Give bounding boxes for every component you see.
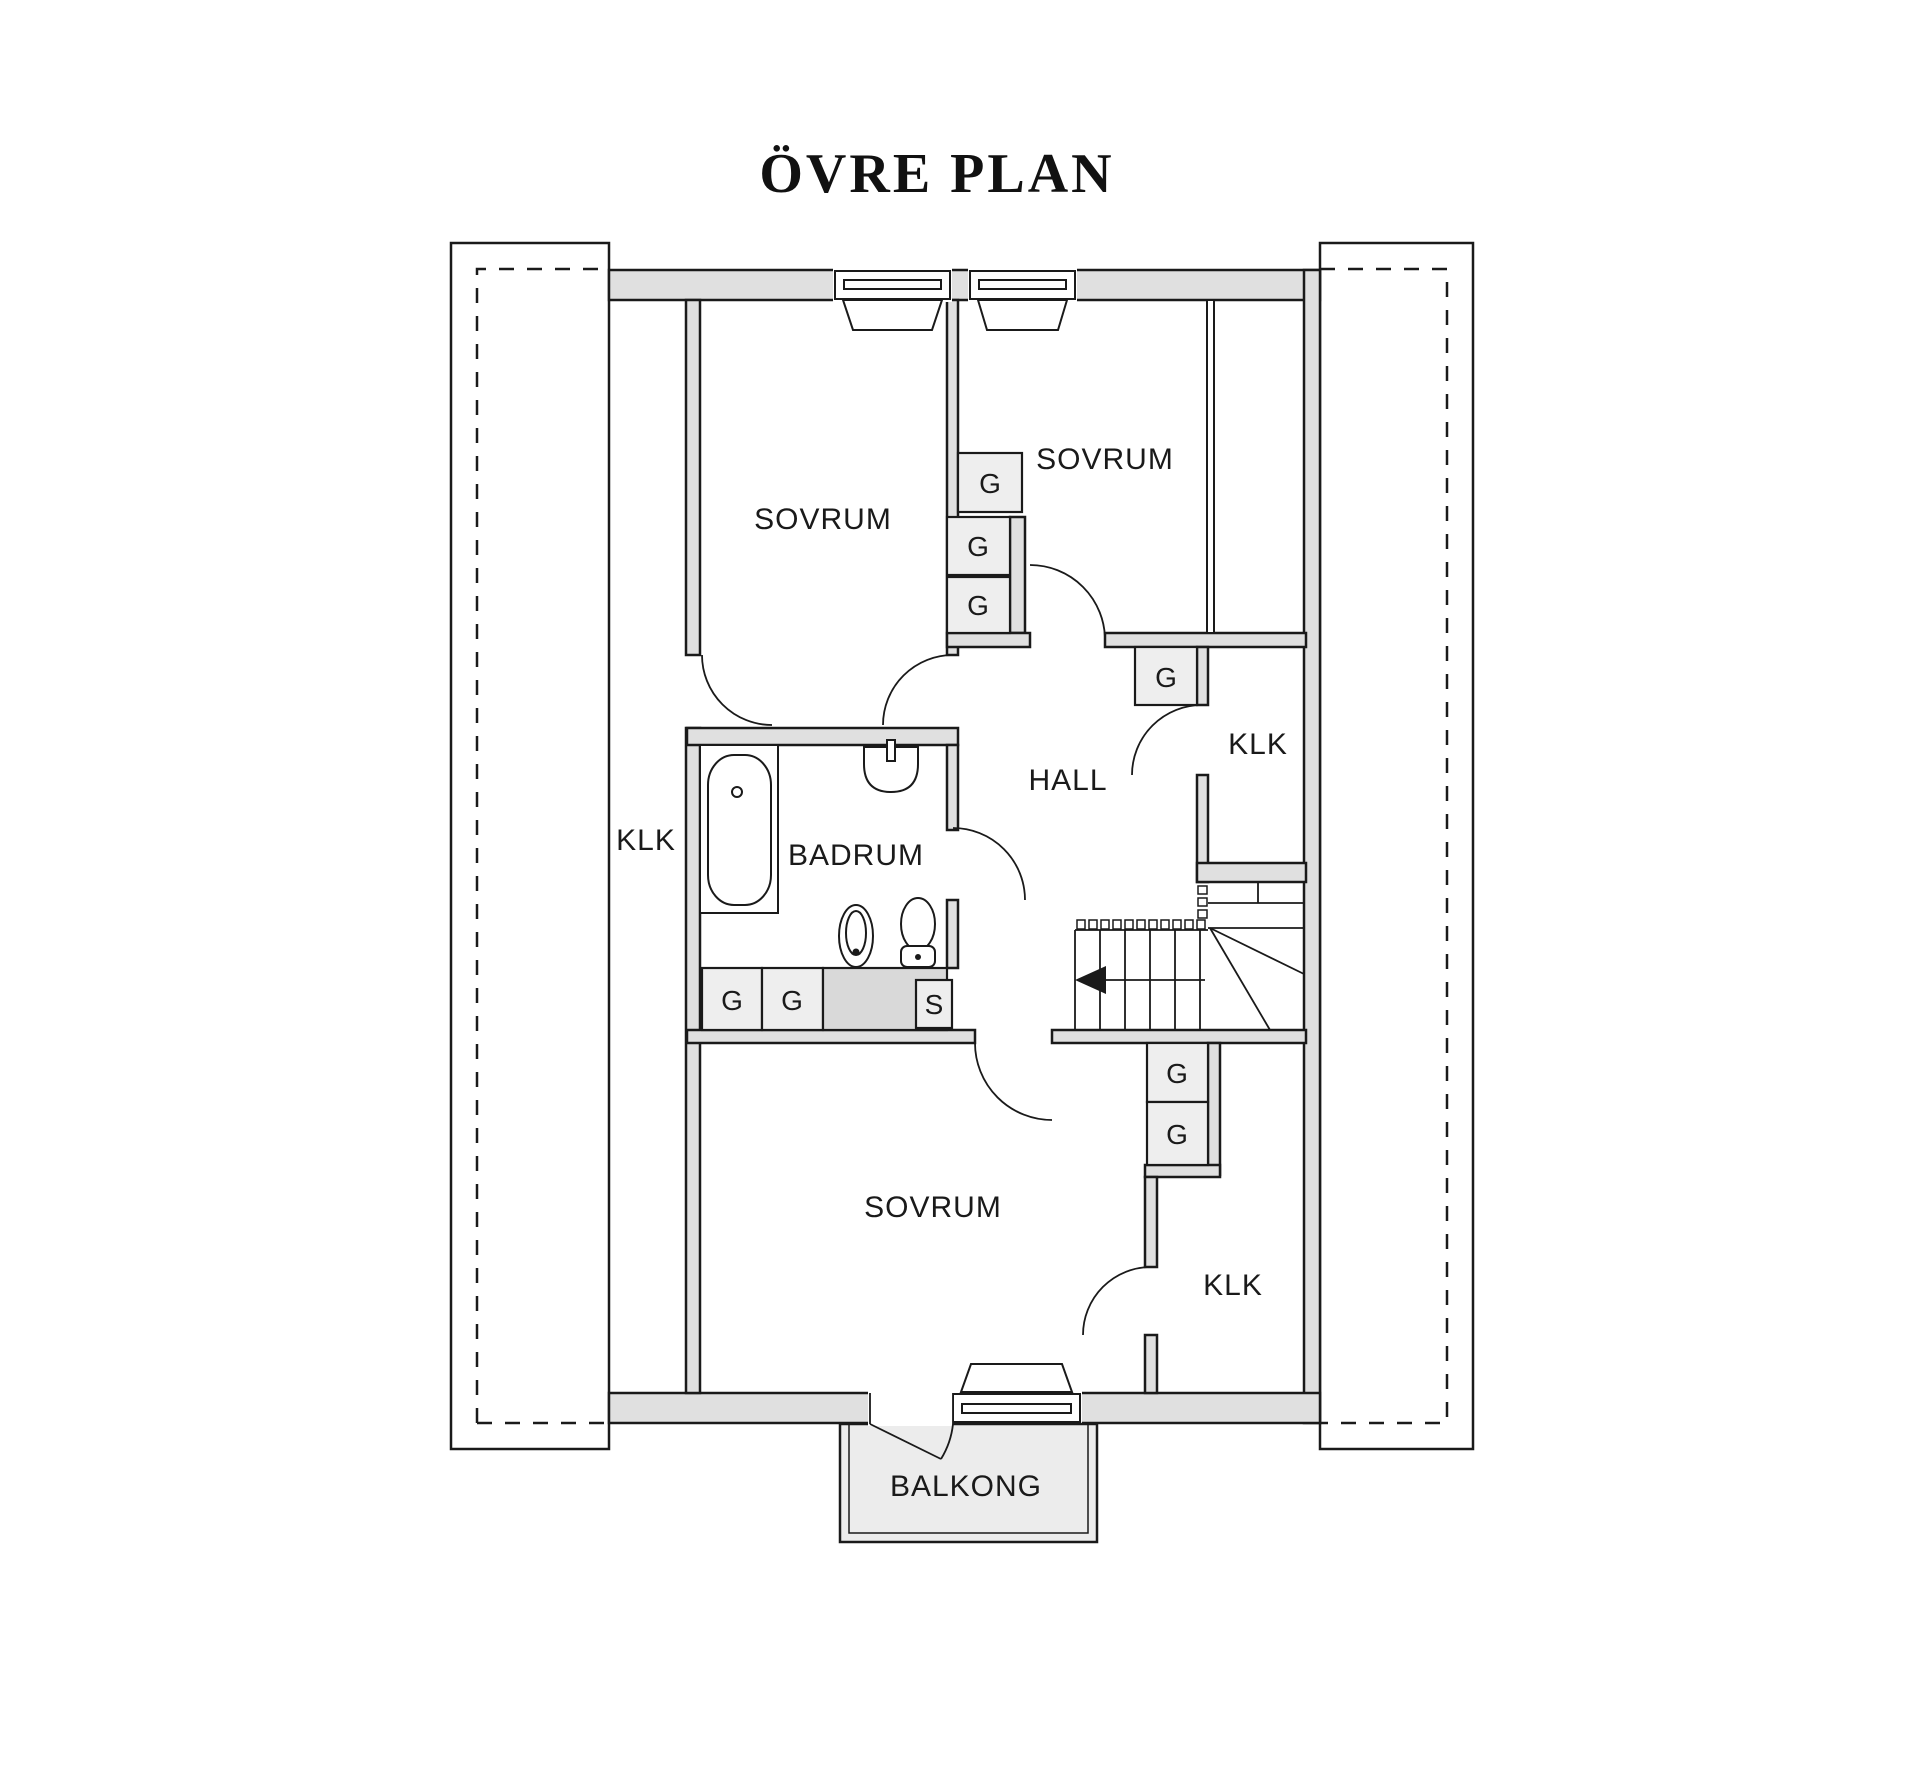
door-bathroom xyxy=(952,827,1026,901)
wardrobe-label: G xyxy=(1155,662,1177,693)
windows xyxy=(833,268,1082,1426)
wardrobe-box xyxy=(956,451,1024,514)
exterior-walls xyxy=(607,268,1322,1425)
door-bedroom2 xyxy=(1029,564,1106,641)
wardrobe-label: G xyxy=(1166,1119,1188,1150)
wardrobe-label: G xyxy=(721,985,743,1016)
room-labels: SOVRUM SOVRUM SOVRUM BADRUM HALL KLK KLK… xyxy=(616,443,1288,1503)
cleaning-closet-label: S xyxy=(925,989,944,1020)
room-label-closet-left: KLK xyxy=(616,824,676,857)
balcony xyxy=(838,1391,1099,1544)
wardrobe-box xyxy=(1133,645,1199,707)
staircase xyxy=(1074,882,1305,1031)
wardrobe-label: G xyxy=(979,468,1001,499)
attic-right xyxy=(1318,241,1475,1451)
door-closet-bottom xyxy=(1082,1266,1152,1336)
wardrobe-units: G G G G G G G G S xyxy=(700,451,1210,1167)
wardrobe-label: G xyxy=(967,531,989,562)
door-bedroom3 xyxy=(974,1042,1053,1121)
wardrobe-box xyxy=(1145,1100,1210,1167)
bathroom-fixtures xyxy=(699,739,936,968)
room-label-closet-bottom: KLK xyxy=(1203,1269,1263,1302)
door-arcs xyxy=(701,564,1203,1336)
page-title: ÖVRE PLAN xyxy=(759,143,1114,205)
cleaning-closet-box xyxy=(914,978,954,1030)
door-closet-mid xyxy=(1131,704,1203,776)
wardrobe-label: G xyxy=(781,985,803,1016)
wardrobe-box xyxy=(945,515,1012,577)
attic-left xyxy=(449,241,611,1451)
room-label-bedroom3: SOVRUM xyxy=(864,1191,1002,1224)
room-label-bathroom: BADRUM xyxy=(788,839,924,872)
door-bedroom1 xyxy=(701,654,773,726)
door-closet-left xyxy=(882,654,954,726)
wardrobe-label: G xyxy=(967,590,989,621)
wardrobe-box xyxy=(945,575,1012,635)
room-label-bedroom1: SOVRUM xyxy=(754,503,892,536)
stair-direction-arrow xyxy=(1075,966,1205,994)
wardrobe-label: G xyxy=(1166,1058,1188,1089)
room-label-bedroom2: SOVRUM xyxy=(1036,443,1174,476)
toilet-icon xyxy=(900,897,936,968)
interior-walls xyxy=(684,298,1308,1395)
window-top-right-icon xyxy=(968,268,1077,331)
balcony-door xyxy=(868,1391,954,1460)
bidet-icon xyxy=(838,904,874,968)
room-label-hall: HALL xyxy=(1028,764,1107,797)
window-bottom-icon xyxy=(951,1363,1082,1426)
wardrobe-box xyxy=(1145,1041,1210,1104)
window-top-left-icon xyxy=(833,268,952,331)
sink-icon xyxy=(863,739,919,794)
room-label-closet-mid: KLK xyxy=(1228,728,1288,761)
room-label-balcony: BALKONG xyxy=(890,1470,1042,1503)
handrail-nubs xyxy=(1076,885,1208,930)
bathtub-icon xyxy=(699,744,779,914)
